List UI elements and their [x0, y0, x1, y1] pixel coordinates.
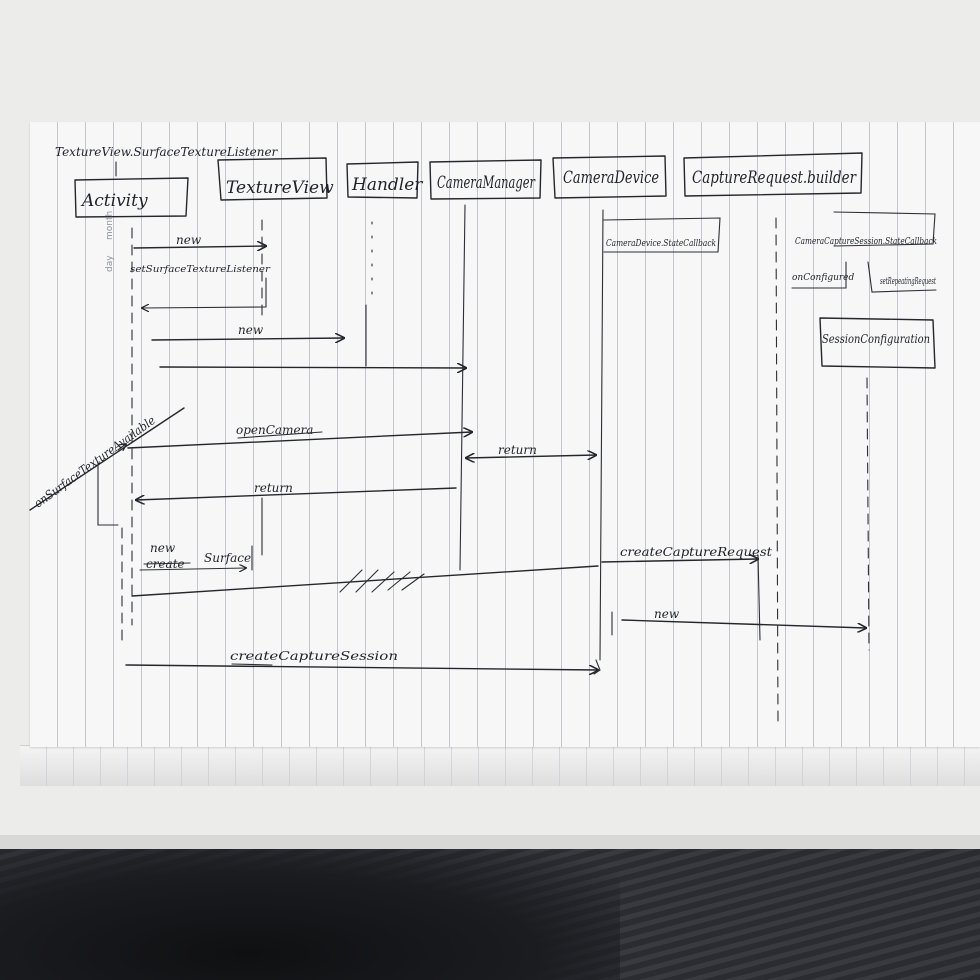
message-new-texture-view-label: new — [176, 233, 202, 247]
participant-activity: Activity — [74, 177, 189, 218]
printed-day-mark: day — [105, 255, 115, 272]
participant-camera-device-label: CameraDevice — [563, 168, 659, 188]
participant-session-state-callback-label: CameraCaptureSession.StateCallback — [795, 237, 937, 247]
participant-camera-manager-label: CameraManager — [437, 173, 536, 193]
participant-session-state-callback: CameraCaptureSession.StateCallback — [795, 211, 937, 247]
message-create-capture-request: createCaptureRequest — [601, 545, 772, 562]
message-create-capture-request-label: createCaptureRequest — [620, 545, 772, 559]
lined-paper-sheet — [30, 122, 980, 747]
message-get-camera-manager — [159, 367, 466, 368]
message-open-camera: openCamera — [127, 423, 472, 449]
dark-cloth — [0, 849, 620, 980]
participant-session-configuration-label: SessionConfiguration — [822, 332, 930, 346]
message-set-listener-label: setSurfaceTextureListener — [130, 265, 271, 275]
message-new-handler-label: new — [238, 323, 264, 337]
participant-camera-device: CameraDevice — [552, 155, 667, 199]
message-new-surface-label: new — [150, 541, 176, 555]
participant-state-callback-label: CameraDevice.StateCallback — [606, 239, 716, 249]
scratch-marks — [339, 569, 425, 593]
message-return-callback-label: return — [498, 443, 537, 457]
message-new-surface: new create Surface — [139, 541, 253, 571]
message-new-session-config-label: new — [654, 607, 680, 621]
message-surface-label: Surface — [204, 551, 251, 565]
participant-capture-request-builder-label: CaptureRequest.builder — [692, 168, 857, 188]
message-scratched — [131, 565, 599, 597]
participant-camera-manager: CameraManager — [429, 159, 542, 200]
lifeline-camera-device — [599, 209, 604, 661]
lifeline-session-configuration — [866, 377, 870, 651]
lifeline-capture-request-builder — [775, 217, 779, 723]
message-new-session-config: new — [621, 607, 866, 628]
message-return-activity: return — [136, 481, 457, 500]
top-note: TextureView.SurfaceTextureListener — [55, 145, 279, 159]
message-on-configured-label: onConfigured — [792, 273, 855, 283]
on-surface-available-label: onSurfaceTextureAvailable — [32, 413, 158, 510]
message-create-capture-session: createCaptureSession — [125, 649, 601, 674]
desk-edge — [0, 835, 980, 849]
lifelines — [121, 204, 870, 723]
message-create-capture-session-label: createCaptureSession — [230, 649, 398, 663]
message-set-repeating-request: setRepeatingRequest — [867, 261, 937, 293]
lifeline-builder-activation — [757, 554, 761, 641]
message-set-repeating-request-label: setRepeatingRequest — [880, 277, 936, 287]
message-new-texture-view: new — [133, 233, 266, 248]
message-return-activity-label: return — [254, 481, 293, 495]
printed-month-mark: month — [105, 211, 115, 240]
participant-texture-view-label: TextureView — [226, 178, 334, 198]
message-new-handler: new — [151, 323, 344, 340]
participant-state-callback: CameraDevice.StateCallback — [603, 217, 721, 253]
callback-on-surface-available: onSurfaceTextureAvailable — [29, 407, 185, 526]
message-return-callback: return — [466, 443, 596, 458]
participant-activity-label: Activity — [80, 191, 148, 211]
paper-roll-lines — [20, 746, 980, 786]
message-set-listener: setSurfaceTextureListener — [130, 265, 271, 308]
participant-capture-request-builder: CaptureRequest.builder — [683, 152, 863, 197]
message-on-configured: onConfigured — [791, 261, 855, 289]
participant-session-configuration: SessionConfiguration — [819, 317, 936, 369]
lifeline-camera-manager — [459, 204, 466, 571]
participant-texture-view: TextureView — [217, 157, 334, 201]
participant-handler-label: Handler — [351, 175, 423, 195]
participant-handler: Handler — [346, 161, 423, 199]
